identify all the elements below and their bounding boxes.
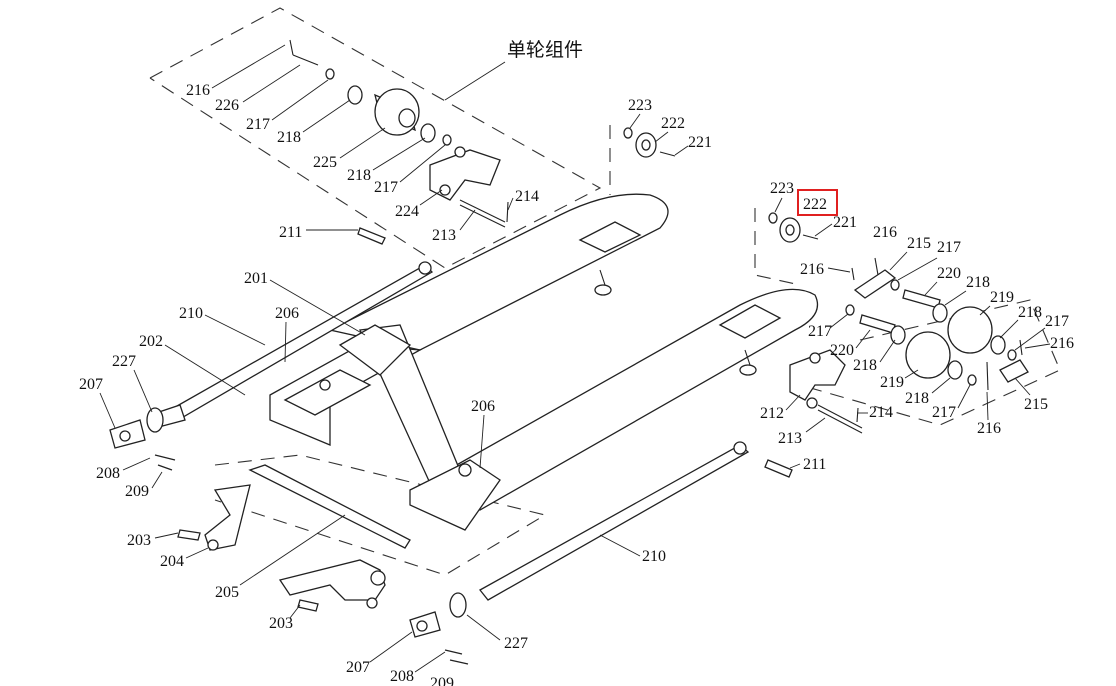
part-label-206-b: 206 <box>471 398 495 415</box>
part-label-218-a: 218 <box>277 129 301 146</box>
part-label-210-a: 210 <box>179 305 203 322</box>
part-label-220-a: 220 <box>937 265 961 282</box>
part-label-201: 201 <box>244 270 268 287</box>
part-label-216-c: 216 <box>800 261 824 278</box>
part-label-226: 226 <box>215 97 239 114</box>
part-label-206-a: 206 <box>275 305 299 322</box>
part-label-218-c: 218 <box>966 274 990 291</box>
part-label-216-e: 216 <box>977 420 1001 437</box>
part-label-204: 204 <box>160 553 184 570</box>
part-label-217-c: 217 <box>937 239 961 256</box>
part-label-223-a: 223 <box>628 97 652 114</box>
part-label-213-a: 213 <box>432 227 456 244</box>
part-label-218-e: 218 <box>853 357 877 374</box>
part-label-219-b: 219 <box>880 374 904 391</box>
part-label-216-b: 216 <box>873 224 897 241</box>
part-label-210-b: 210 <box>642 548 666 565</box>
highlight-box-222 <box>797 189 838 216</box>
part-label-212: 212 <box>760 405 784 422</box>
part-label-223-b: 223 <box>770 180 794 197</box>
part-label-214-b: 214 <box>869 404 893 421</box>
part-label-222-a: 222 <box>661 115 685 132</box>
part-label-227-b: 227 <box>504 635 528 652</box>
part-label-217-e: 217 <box>808 323 832 340</box>
single-wheel-assembly <box>289 39 509 228</box>
right-wheel-assembly <box>623 127 1029 434</box>
part-label-207-b: 207 <box>346 659 370 676</box>
part-label-221-b: 221 <box>833 214 857 231</box>
assembly-title: 单轮组件 <box>507 39 583 61</box>
part-label-202: 202 <box>139 333 163 350</box>
part-label-205: 205 <box>215 584 239 601</box>
part-label-215-a: 215 <box>907 235 931 252</box>
part-label-216-a: 216 <box>186 82 210 99</box>
part-label-217-a: 217 <box>246 116 270 133</box>
part-label-215-b: 215 <box>1024 396 1048 413</box>
part-label-208-b: 208 <box>390 668 414 685</box>
part-label-209-a: 209 <box>125 483 149 500</box>
part-label-209-b: 209 <box>430 675 454 686</box>
part-label-203-b: 203 <box>269 615 293 632</box>
part-label-217-b: 217 <box>374 179 398 196</box>
part-label-220-b: 220 <box>830 342 854 359</box>
part-label-217-d: 217 <box>1045 313 1069 330</box>
part-label-221-a: 221 <box>688 134 712 151</box>
part-label-207-a: 207 <box>79 376 103 393</box>
part-label-218-d: 218 <box>1018 304 1042 321</box>
part-label-218-b: 218 <box>347 167 371 184</box>
part-label-211-a: 211 <box>279 224 302 241</box>
part-label-218-f: 218 <box>905 390 929 407</box>
part-label-213-b: 213 <box>778 430 802 447</box>
part-labels: 216 226 217 218 225 218 217 224 213 214 … <box>79 44 1074 686</box>
part-label-214-a: 214 <box>515 188 539 205</box>
part-label-227-a: 227 <box>112 353 136 370</box>
part-label-203-a: 203 <box>127 532 151 549</box>
part-label-224: 224 <box>395 203 419 220</box>
part-label-217-f: 217 <box>932 404 956 421</box>
rods-and-linkages <box>109 227 793 665</box>
part-label-222-highlighted: 222 <box>803 196 827 213</box>
part-label-216-d: 216 <box>1050 335 1074 352</box>
truck-frame <box>269 193 819 531</box>
part-label-219-a: 219 <box>990 289 1014 306</box>
part-label-211-b: 211 <box>803 456 826 473</box>
part-label-208-a: 208 <box>96 465 120 482</box>
part-label-225: 225 <box>313 154 337 171</box>
